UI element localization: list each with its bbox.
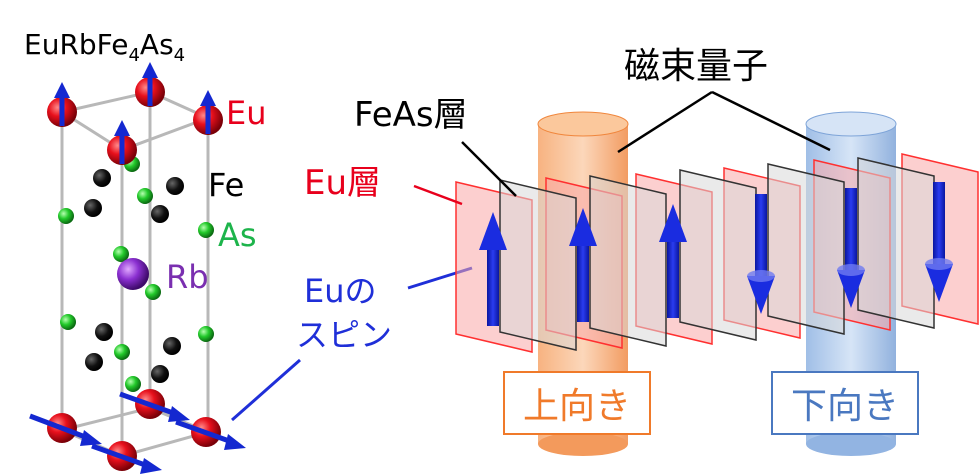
spin-arrow-down: [837, 188, 865, 308]
feas-layer-label: FeAs層: [354, 95, 468, 135]
eu-atom-with-spin: [47, 82, 77, 127]
flux-pointer-right: [711, 90, 831, 152]
flux-up-box: 上向き: [503, 371, 651, 435]
spin-arrow-up: [569, 208, 597, 322]
feas-layer: [857, 157, 935, 329]
eu-layer-label: Eu層: [304, 163, 381, 203]
flux-pointer-left: [617, 90, 713, 154]
as-atom: [198, 326, 214, 342]
as-atom: [137, 188, 153, 204]
feas-layer: [767, 163, 845, 335]
eu-label: Eu: [226, 94, 267, 132]
feas-layer: [499, 179, 577, 351]
spin-label-line1: Euの: [304, 272, 377, 310]
flux-down-label: 下向き: [791, 386, 899, 427]
as-atom: [113, 246, 129, 262]
spin-arrow-up: [659, 204, 687, 318]
eu-atom-with-spin: [119, 389, 190, 422]
eu-atoms-top: [47, 62, 223, 165]
as-atom: [114, 344, 130, 360]
as-atom: [198, 222, 214, 238]
eu-layer-pointer: [413, 184, 463, 206]
layer-stack: [455, 153, 979, 353]
as-atoms: [58, 156, 214, 392]
spin-arrow-down: [747, 194, 775, 314]
fe-atom: [151, 205, 169, 223]
eu-atoms-bottom: [29, 389, 246, 474]
feas-layer: [679, 169, 757, 341]
as-atom: [60, 314, 76, 330]
eu-atom-with-spin: [29, 413, 102, 446]
spin-label-line2: スピン: [296, 316, 392, 354]
eu-atom-with-spin: [135, 62, 165, 107]
crystal-structure: EuRbFe4As4 Eu Fe As Rb Euの スピン: [24, 28, 473, 474]
as-label: As: [218, 216, 257, 254]
spin-arrow-down: [925, 182, 953, 302]
flux-down-box: 下向き: [771, 371, 919, 435]
fe-atom: [163, 337, 181, 355]
rb-label: Rb: [166, 258, 209, 296]
fe-atom: [166, 177, 184, 195]
layer-diagram: 磁束量子 FeAs層 Eu層 上向き 下向き: [304, 46, 979, 456]
rb-atom: [117, 258, 149, 290]
fe-atom: [85, 353, 103, 371]
fe-atom: [95, 323, 113, 341]
fe-label: Fe: [208, 166, 244, 204]
spin-arrow-up: [479, 212, 507, 326]
formula-title: EuRbFe4As4: [24, 28, 185, 66]
feas-layer-pointer: [461, 141, 517, 197]
flux-up-label: 上向き: [523, 386, 631, 427]
as-atom: [58, 208, 74, 224]
as-atom: [125, 376, 141, 392]
flux-quantum-label: 磁束量子: [624, 46, 768, 87]
fe-atom: [84, 199, 102, 217]
eu-atom-with-spin: [193, 90, 223, 135]
eu-atom-with-spin: [91, 441, 162, 474]
eu-atom-with-spin: [107, 120, 137, 165]
unit-cell-edges: [57, 90, 213, 458]
eu-atom-with-spin: [175, 417, 246, 450]
fe-atom: [151, 365, 169, 383]
as-atom: [145, 284, 161, 300]
feas-layer: [589, 175, 667, 347]
fe-atoms: [84, 169, 184, 383]
layer-spin-arrows: [479, 182, 953, 326]
spin-pointer-line: [231, 358, 301, 422]
fe-atom: [93, 169, 111, 187]
